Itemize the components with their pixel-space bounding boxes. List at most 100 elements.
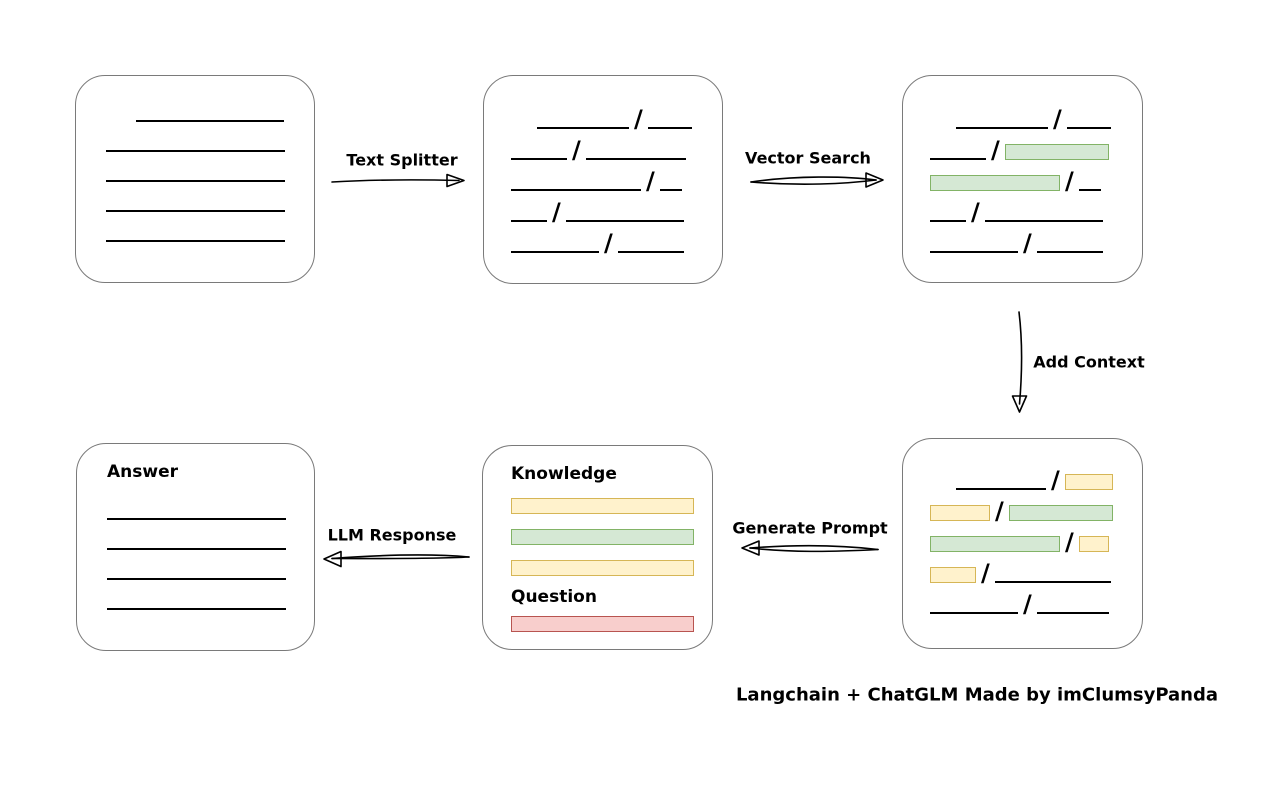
generate-prompt-arrow xyxy=(741,540,879,556)
chunk-row: / xyxy=(511,160,700,195)
diagram-caption: Langchain + ChatGLM Made by imClumsyPand… xyxy=(735,684,1219,706)
text-line xyxy=(565,220,684,222)
chunk-row xyxy=(107,490,286,520)
yellow-chunk xyxy=(1064,474,1113,490)
text-line xyxy=(930,612,1018,614)
chunk-row xyxy=(106,152,285,182)
slash-separator: / xyxy=(552,198,561,226)
text-line xyxy=(107,608,286,610)
green-chunk xyxy=(1008,505,1113,521)
question-title: Question xyxy=(511,587,597,607)
chunk-row xyxy=(106,92,284,122)
text-line xyxy=(617,251,684,253)
chunk-row: / xyxy=(930,160,1120,193)
slash-separator: / xyxy=(1065,528,1074,556)
text-line xyxy=(511,251,599,253)
answer-title: Answer xyxy=(107,462,178,482)
slash-separator: / xyxy=(1023,590,1032,618)
slash-separator: / xyxy=(1053,105,1062,133)
chunk-row: / xyxy=(511,129,700,164)
box-prompt: Knowledge Question xyxy=(482,445,713,650)
chunk-lines: ///// xyxy=(930,98,1120,257)
box-split-chunks: / / / / / xyxy=(483,75,723,284)
indent-gap xyxy=(106,121,136,122)
chunk-row xyxy=(511,529,694,545)
chunk-row xyxy=(107,550,286,580)
green-chunk xyxy=(1004,144,1109,160)
text-line xyxy=(106,150,285,152)
text-splitter-label: Text Splitter xyxy=(346,150,458,170)
chunk-row: / xyxy=(930,459,1120,494)
document-lines xyxy=(106,92,285,242)
chunk-row: / xyxy=(511,98,700,131)
yellow-chunk xyxy=(1078,536,1109,552)
text-line xyxy=(930,158,986,160)
chunk-row xyxy=(511,616,694,632)
chunk-row: / xyxy=(511,222,700,257)
chunk-row xyxy=(107,520,286,550)
text-line xyxy=(107,578,286,580)
green-chunk xyxy=(511,529,694,545)
generate-prompt-label: Generate Prompt xyxy=(732,518,888,538)
text-line xyxy=(956,127,1048,129)
indent-gap xyxy=(930,128,956,129)
yellow-chunk xyxy=(930,505,990,521)
text-line xyxy=(136,120,284,122)
knowledge-title: Knowledge xyxy=(511,464,617,484)
text-line xyxy=(930,220,966,222)
yellow-chunk xyxy=(511,560,694,576)
slash-separator: / xyxy=(1051,466,1060,494)
chunk-row xyxy=(511,498,694,514)
text-line xyxy=(106,180,285,182)
slash-separator: / xyxy=(1023,229,1032,257)
slash-separator: / xyxy=(995,497,1004,525)
slash-separator: / xyxy=(971,198,980,226)
question-bar xyxy=(511,616,694,632)
indent-gap xyxy=(511,128,537,129)
text-line xyxy=(1066,127,1111,129)
text-line xyxy=(647,127,692,129)
chunk-row: / xyxy=(930,191,1120,226)
answer-lines xyxy=(107,490,286,610)
chunk-row: / xyxy=(930,129,1120,162)
vector-search-arrow xyxy=(750,172,884,188)
chunk-lines: ///// xyxy=(930,459,1120,618)
text-line xyxy=(956,488,1046,490)
text-line xyxy=(585,158,686,160)
llm-response-label: LLM Response xyxy=(327,525,457,545)
add-context-arrow xyxy=(1011,311,1028,413)
chunk-row: / xyxy=(930,552,1120,585)
yellow-chunk xyxy=(511,498,694,514)
vector-search-label: Vector Search xyxy=(745,148,871,168)
red-chunk xyxy=(511,616,694,632)
text-line xyxy=(511,189,641,191)
text-line xyxy=(107,518,286,520)
text-splitter-arrow xyxy=(331,173,465,188)
text-line xyxy=(107,548,286,550)
chunk-row: / xyxy=(930,521,1120,556)
text-line xyxy=(930,251,1018,253)
text-line xyxy=(984,220,1103,222)
box-source-document xyxy=(75,75,315,283)
green-chunk xyxy=(930,536,1060,552)
text-line xyxy=(1036,251,1103,253)
add-context-label: Add Context xyxy=(1033,352,1145,372)
chunk-row xyxy=(106,122,285,152)
green-chunk xyxy=(930,175,1060,191)
chunk-row: / xyxy=(930,490,1120,525)
chunk-row: / xyxy=(511,191,700,226)
chunk-row xyxy=(107,580,286,610)
chunk-row: / xyxy=(930,98,1120,133)
box-matched-chunks: ///// xyxy=(902,75,1143,283)
chunk-row xyxy=(106,212,285,242)
slash-separator: / xyxy=(604,229,613,257)
box-answer: Answer xyxy=(76,443,315,651)
chunk-row xyxy=(511,560,694,576)
text-line xyxy=(106,240,285,242)
chunk-lines: / / / / / xyxy=(511,98,700,257)
indent-gap xyxy=(930,489,956,490)
chunk-row: / xyxy=(930,583,1120,618)
slash-separator: / xyxy=(572,136,581,164)
slash-separator: / xyxy=(646,167,655,195)
